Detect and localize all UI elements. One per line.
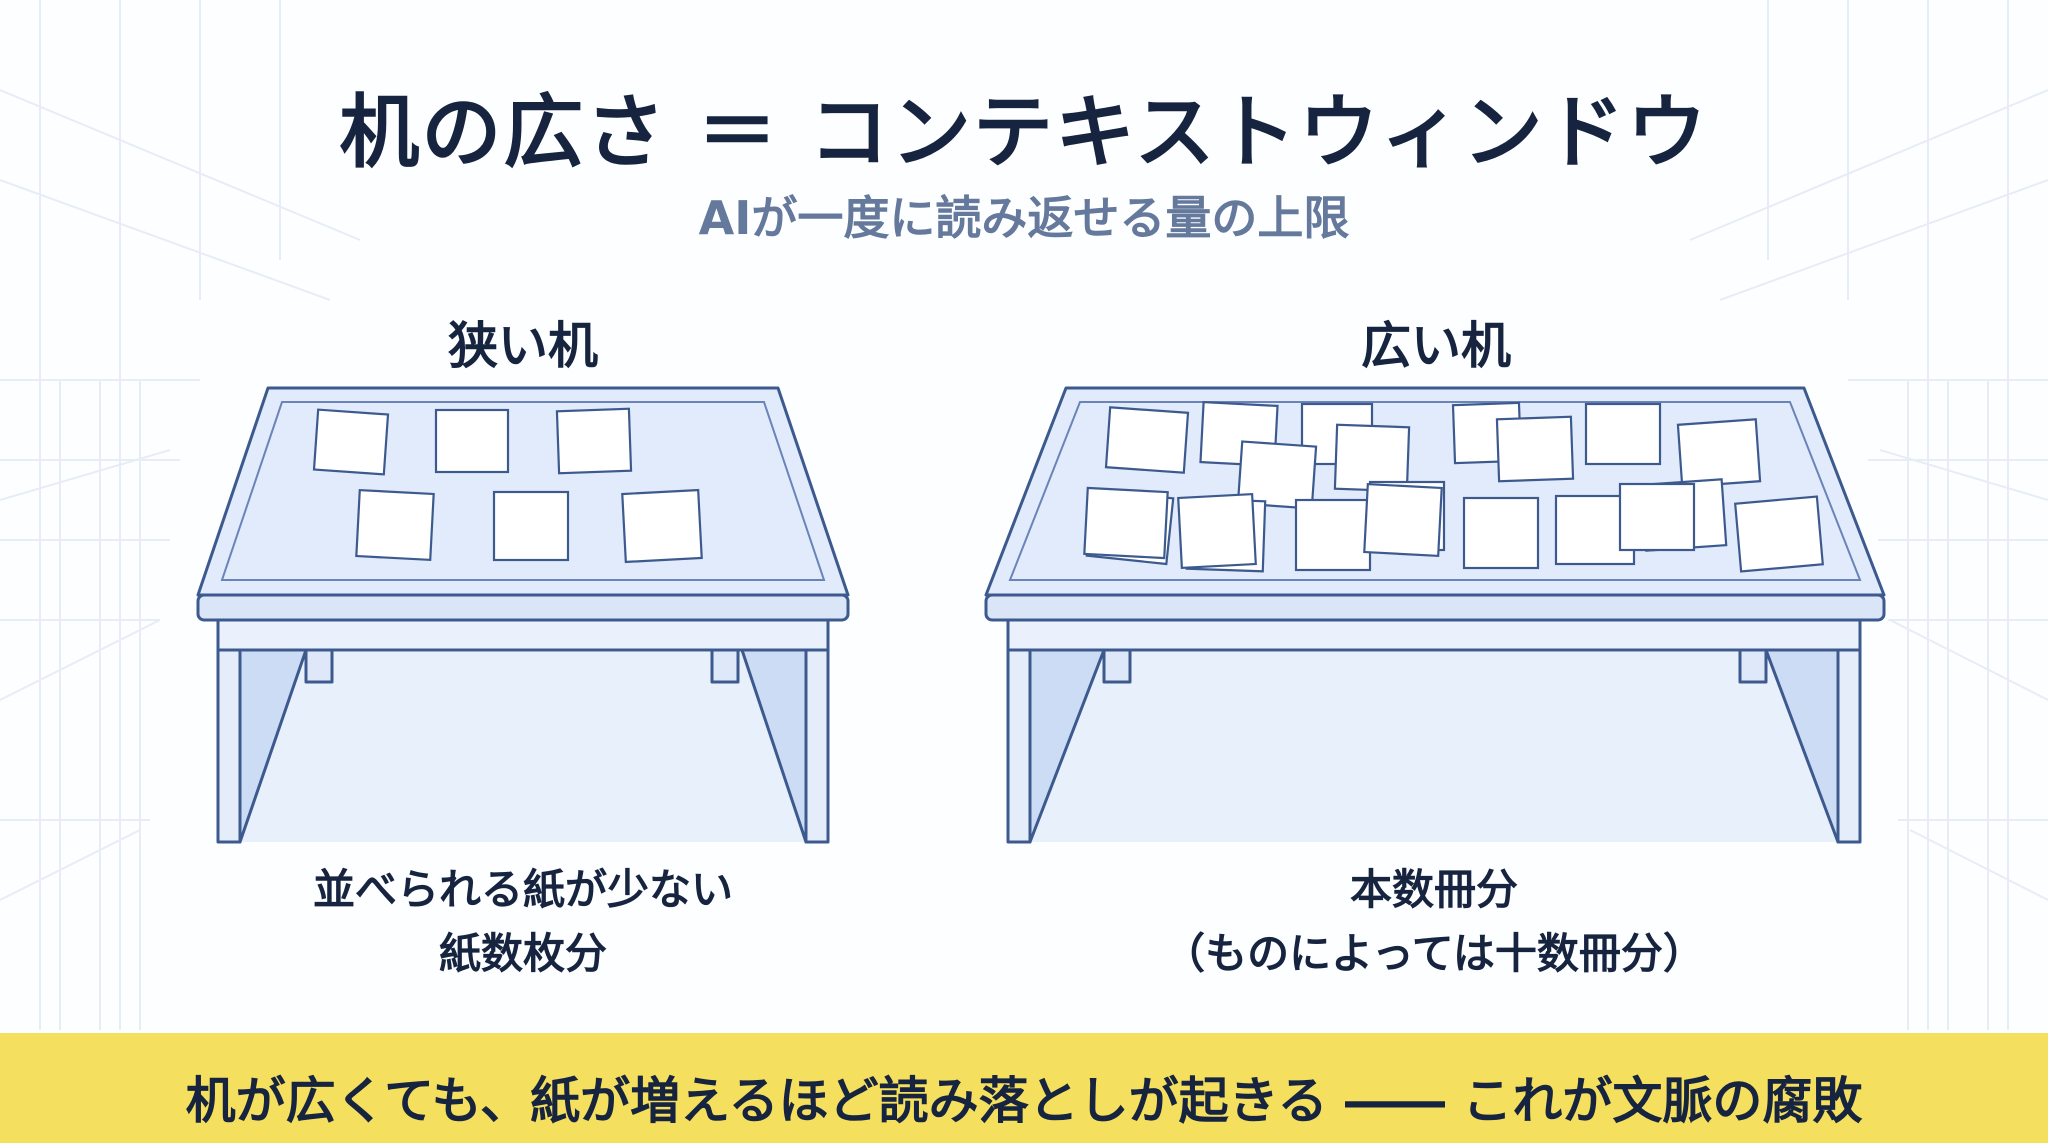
- narrow-desk-label: 狭い机: [448, 317, 598, 375]
- narrow-caption-line1: 並べられる紙が少ない: [312, 865, 733, 914]
- page-title: 机の広さ ＝ コンテキストウィンドウ: [339, 86, 1709, 179]
- wide-desk-label: 広い机: [1361, 317, 1511, 375]
- paper-sheet: [1462, 496, 1540, 570]
- paper-sheet: [1495, 415, 1575, 483]
- wide-desk: [984, 386, 1886, 844]
- paper-sheet: [1618, 482, 1696, 552]
- paper-sheet: [621, 488, 703, 564]
- paper-sheet: [1734, 495, 1824, 573]
- narrow-desk: [196, 386, 850, 844]
- paper-sheet: [492, 490, 570, 562]
- paper-sheet: [1236, 440, 1318, 510]
- narrow-desk-caption: 並べられる紙が少ない 紙数枚分: [123, 858, 923, 986]
- bottom-banner: 机が広くても、紙が増えるほど読み落としが起きる ―― これが文脈の腐敗: [0, 1033, 2048, 1143]
- narrow-caption-line2: 紙数枚分: [438, 929, 607, 978]
- wide-desk-caption: 本数冊分 （ものによっては十数冊分）: [1034, 858, 1834, 986]
- paper-sheet: [555, 407, 633, 475]
- paper-sheet: [355, 488, 435, 562]
- page-subtitle: AIが一度に読み返せる量の上限: [698, 191, 1350, 245]
- paper-sheet: [1584, 402, 1662, 466]
- paper-sheet: [1363, 482, 1443, 558]
- paper-sheet: [1294, 498, 1372, 572]
- banner-text: 机が広くても、紙が増えるほど読み落としが起きる ―― これが文脈の腐敗: [185, 1072, 1863, 1130]
- paper-sheet: [434, 408, 510, 474]
- paper-sheet: [1177, 492, 1257, 570]
- paper-sheet: [1083, 486, 1169, 560]
- wide-caption-line2: （ものによっては十数冊分）: [1163, 929, 1705, 978]
- paper-sheet: [1676, 418, 1762, 488]
- paper-sheet: [1104, 406, 1190, 474]
- paper-sheet: [312, 408, 390, 476]
- wide-caption-line1: 本数冊分: [1349, 865, 1518, 914]
